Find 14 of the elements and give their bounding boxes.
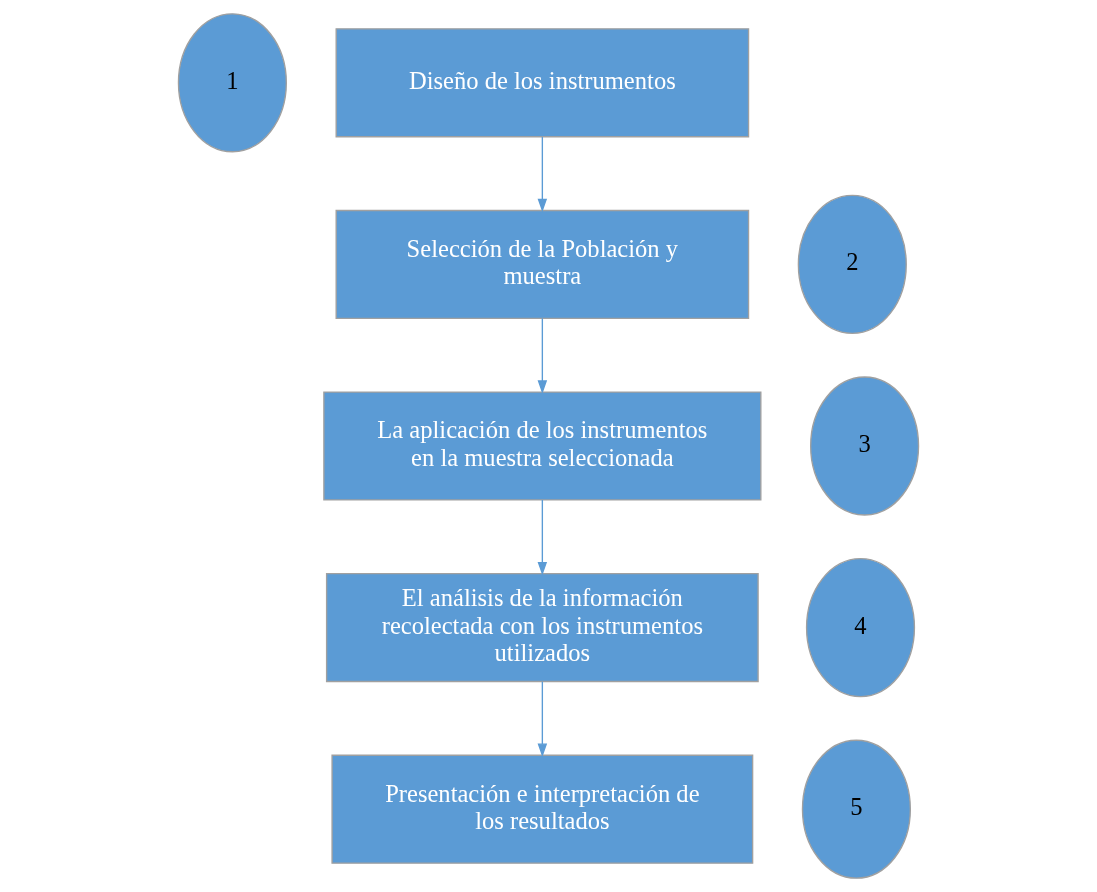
node-ellipse: 2: [797, 194, 907, 335]
arrow: [537, 317, 548, 394]
node-ellipse: 5: [801, 739, 912, 879]
node-box: Presentación e interpretación de los resultados: [331, 754, 754, 864]
node-box: Selección de la Población y muestra: [335, 209, 750, 319]
node-box: La aplicación de los instrumentos en la muestra seleccionada: [323, 391, 762, 501]
arrow: [537, 499, 548, 576]
node-ellipse: 3: [810, 376, 920, 516]
node-box: El análisis de la información recolectada con los instrumentos utilizados: [325, 573, 759, 683]
arrow: [537, 680, 548, 758]
arrow: [537, 136, 548, 213]
node-ellipse: 1: [177, 13, 287, 153]
node-ellipse: 4: [805, 557, 916, 698]
node-box: Diseño de los instrumentos: [335, 28, 750, 138]
